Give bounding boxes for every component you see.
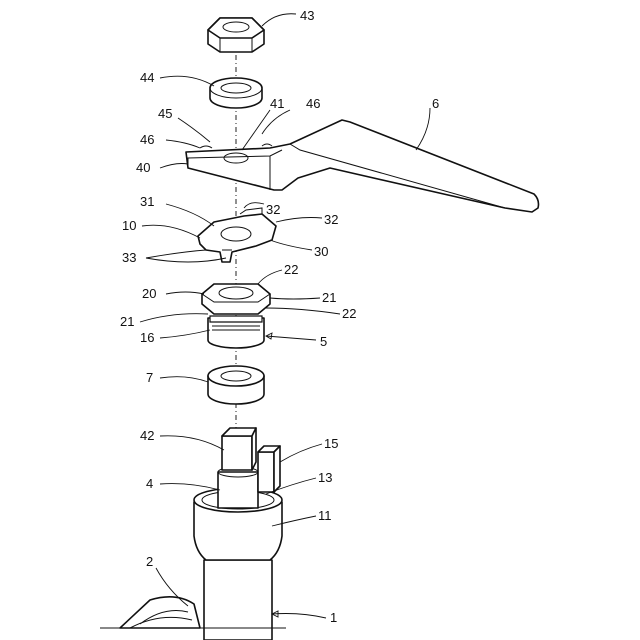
stop-pin-15 (258, 446, 280, 492)
bushing-20 (202, 284, 270, 348)
label-32-right: 32 (324, 212, 338, 227)
lever-plate-6 (186, 120, 539, 212)
label-30: 30 (314, 244, 328, 259)
label-20: 20 (142, 286, 156, 301)
label-31: 31 (140, 194, 154, 209)
spacer-ring-7 (208, 366, 264, 404)
label-2: 2 (146, 554, 153, 569)
label-41: 41 (270, 96, 284, 111)
label-21-left: 21 (120, 314, 134, 329)
label-13: 13 (318, 470, 332, 485)
label-7: 7 (146, 370, 153, 385)
label-5: 5 (320, 334, 327, 349)
label-46-right: 46 (306, 96, 320, 111)
label-6: 6 (432, 96, 439, 111)
label-4: 4 (146, 476, 153, 491)
leader-lines (140, 14, 430, 618)
label-45: 45 (158, 106, 172, 121)
hex-nut-43 (208, 18, 264, 52)
spring-washer-44 (210, 78, 262, 108)
tab-washer-30 (198, 208, 276, 262)
label-46-left: 46 (140, 132, 154, 147)
label-1: 1 (330, 610, 337, 625)
housing-body-1 (194, 488, 282, 640)
label-40: 40 (136, 160, 150, 175)
label-22-upper: 22 (284, 262, 298, 277)
label-42: 42 (140, 428, 154, 443)
label-11: 11 (318, 508, 332, 523)
label-32-upper: 32 (266, 202, 280, 217)
label-21-right: 21 (322, 290, 336, 305)
label-15: 15 (324, 436, 338, 451)
label-44: 44 (140, 70, 154, 85)
label-16: 16 (140, 330, 154, 345)
label-43: 43 (300, 8, 314, 23)
shaft-4 (218, 428, 258, 508)
coupling-2 (120, 597, 200, 628)
label-33: 33 (122, 250, 136, 265)
label-10: 10 (122, 218, 136, 233)
label-22-lower: 22 (342, 306, 356, 321)
